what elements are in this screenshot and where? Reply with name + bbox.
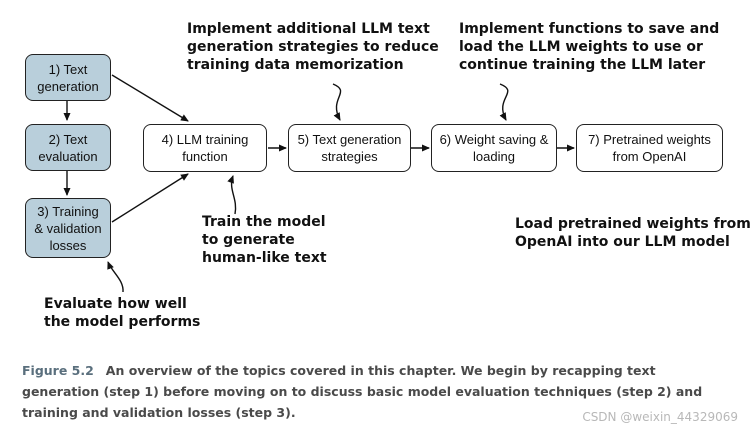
step-6-weight-saving-loading: 6) Weight saving & loading	[431, 124, 557, 172]
pointer-evaluate-note	[107, 261, 124, 293]
caption-label: Figure 5.2	[22, 363, 94, 378]
note-weight-saving-loading: Implement functions to save and load the…	[459, 21, 720, 73]
pointer-training-note	[227, 175, 237, 215]
arrow-step3-to-step4	[111, 173, 189, 223]
figure-caption: Figure 5.2 An overview of the topics cov…	[22, 360, 734, 423]
watermark: CSDN @weixin_44329069	[582, 410, 738, 424]
note-load-openai-weights: Load pretrained weights from OpenAI into…	[515, 216, 751, 250]
note-text-generation-strategies: Implement additional LLM text generation…	[187, 21, 439, 73]
step-7-pretrained-weights-openai: 7) Pretrained weights from OpenAI	[576, 124, 723, 172]
note-train-model: Train the model to generate human-like t…	[202, 214, 327, 266]
step-4-llm-training-function: 4) LLM training function	[143, 124, 267, 172]
caption-text: An overview of the topics covered in thi…	[22, 363, 703, 420]
step-1-text-generation: 1) Text generation	[25, 54, 111, 101]
step-5-text-generation-strategies: 5) Text generation strategies	[288, 124, 411, 172]
step-3-training-validation-losses: 3) Training & validation losses	[25, 198, 111, 258]
pointer-weights-note	[499, 83, 509, 121]
pointer-strategies-note	[332, 83, 342, 121]
note-evaluate-model: Evaluate how well the model performs	[44, 296, 201, 330]
arrow-step1-to-step4	[111, 74, 189, 122]
step-2-text-evaluation: 2) Text evaluation	[25, 124, 111, 171]
